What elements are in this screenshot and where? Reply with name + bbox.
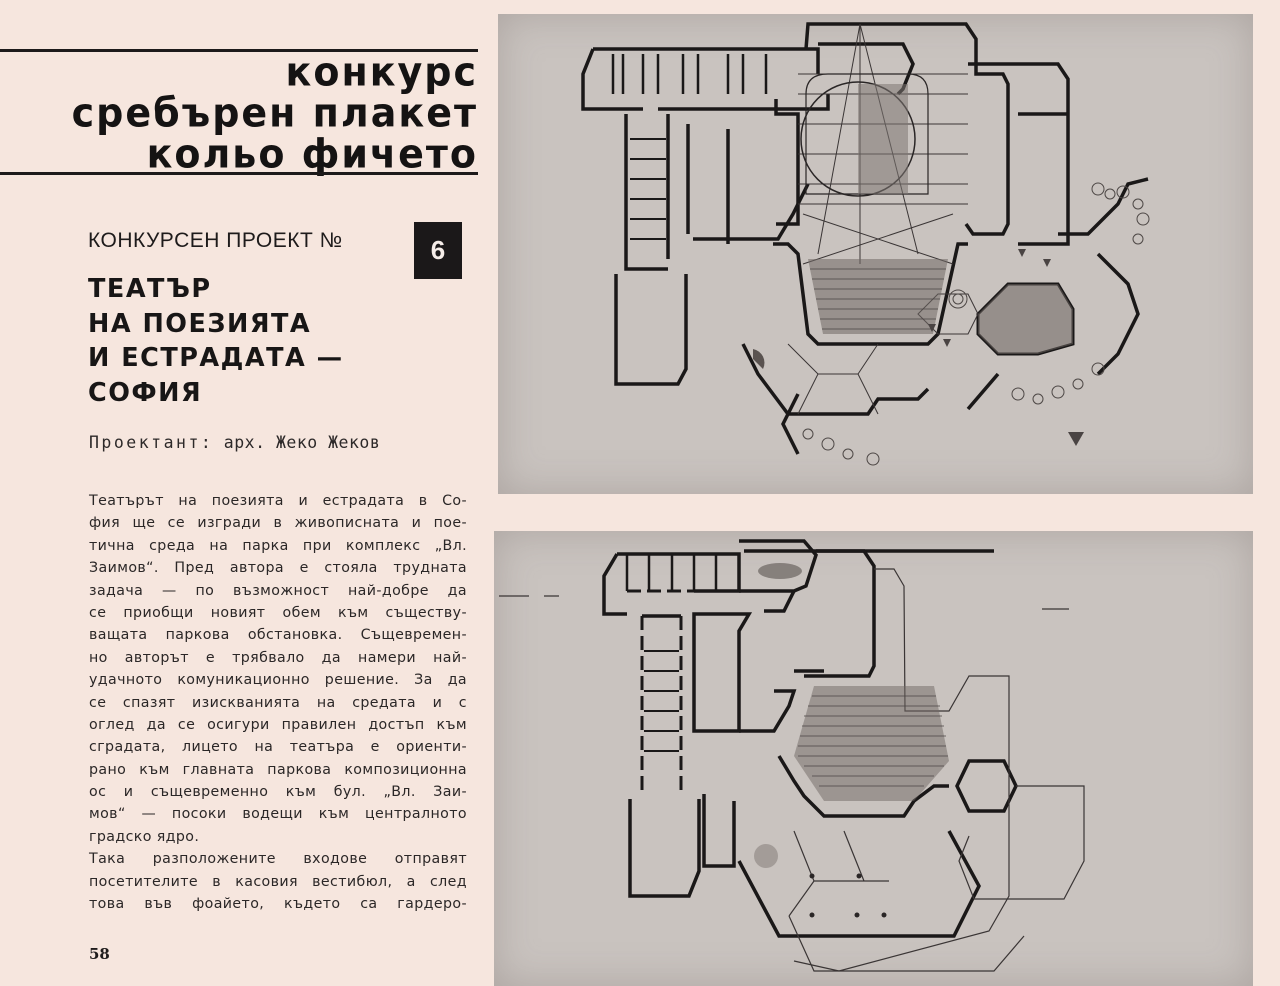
ground-floor-plan-figure	[498, 14, 1253, 494]
title-line: НА ПОЕЗИЯТА	[88, 308, 312, 339]
page-number: 58	[89, 945, 110, 963]
upper-floor-plan-figure	[494, 531, 1253, 986]
body-line: се спазят изискванията на средата и с	[89, 694, 467, 711]
project-number-badge: 6	[414, 222, 462, 279]
body-line: ващата паркова обстановка. Същевремен-	[89, 627, 467, 644]
body-line: но авторът е трябвало да намери най-	[89, 649, 467, 666]
title-line: ТЕАТЪР	[88, 274, 212, 304]
author-prefix: Проектант:	[89, 433, 214, 452]
author-credit: Проектант: арх. Жеко Жеков	[89, 433, 380, 452]
body-line: се приобщи новият обем към съществу-	[89, 604, 467, 621]
body-line: мов“ — посоки водещи към централното	[89, 806, 467, 823]
body-line: ос и същевременно към бул. „Вл. Заи-	[89, 784, 467, 801]
masthead-bottom-rule	[0, 172, 478, 175]
masthead: конкурс сребърен плакет кольо фичето	[71, 48, 478, 178]
masthead-top-rule	[0, 49, 478, 52]
body-line: Така разположените входове отправят	[89, 851, 467, 868]
project-label: КОНКУРСЕН ПРОЕКТ №	[88, 229, 343, 252]
body-line: рано към главната паркова композиционна	[89, 761, 467, 778]
body-line: Театърът на поезията и естрадата в Со-	[89, 493, 467, 509]
body-line: сградата, лицето на театъра е ориенти-	[89, 739, 467, 756]
body-line: Заимов“. Пред автора е стояла трудната	[89, 560, 467, 577]
body-line: градско ядро.	[89, 828, 200, 845]
masthead-line: сребърен плакет	[71, 89, 478, 137]
floor-plan-drawing	[581, 22, 1150, 466]
body-line: оглед да се осигури правилен достъп към	[89, 716, 467, 733]
body-line: удачното комуникационно решение. За да	[89, 672, 467, 689]
body-line: задача — по възможност най-добре да	[89, 582, 467, 599]
article-body: Театърът на поезията и естрадата в Со- ф…	[89, 490, 467, 915]
author-name: арх. Жеко Жеков	[223, 433, 381, 452]
body-line: това във фоайето, където са гардеро-	[89, 896, 467, 913]
article-title: ТЕАТЪР НА ПОЕЗИЯТА И ЕСТРАДАТА — СОФИЯ	[88, 272, 344, 410]
title-line: СОФИЯ	[88, 377, 203, 408]
body-line: тична среда на парка при комплекс „Вл.	[89, 537, 467, 554]
masthead-line: кольо фичето	[146, 130, 478, 178]
body-line: фия ще се изгради в живописната и поe-	[89, 515, 467, 532]
body-line: посетителите в касовия вестибюл, а след	[89, 873, 467, 890]
title-line: И ЕСТРАДАТА —	[88, 343, 344, 373]
masthead-line: конкурс	[285, 48, 478, 96]
floor-plan-drawing	[499, 539, 1085, 972]
